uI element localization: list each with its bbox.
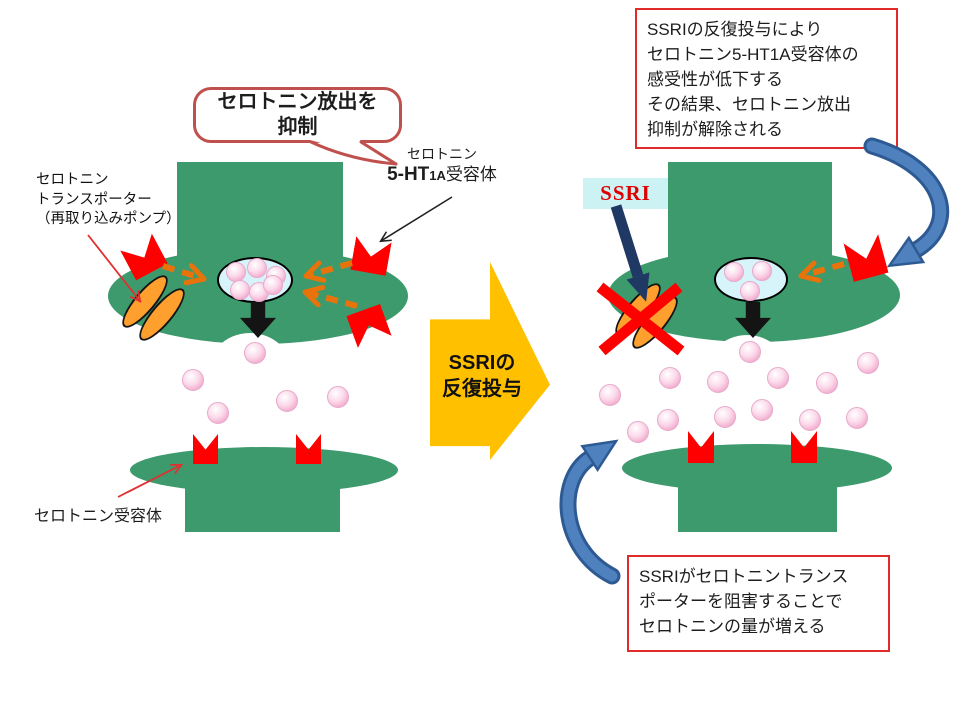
serotonin-molecule (752, 261, 772, 281)
label-serotonin-receptor: セロトニン受容体 (34, 508, 163, 525)
serotonin-molecule (816, 372, 838, 394)
serotonin-molecule (276, 390, 298, 412)
postsynaptic-dendrite-right (678, 468, 837, 532)
label-transporter: セロトニン トランスポーター （再取り込みポンプ） (36, 172, 181, 227)
serotonin-molecule (627, 421, 649, 443)
label-5ht1a-line1: セロトニン (407, 146, 477, 162)
serotonin-molecule (657, 409, 679, 431)
repeated-ssri-arrow-label: SSRIの 反復投与 (442, 352, 522, 400)
serotonin-molecule (599, 384, 621, 406)
serotonin-molecule (799, 409, 821, 431)
label-5ht1a-line2: 5-HT1A受容体 (372, 163, 512, 188)
postsynaptic-dendrite-left (185, 468, 340, 532)
serotonin-molecule (846, 407, 868, 429)
label-5ht1a-receptor: セロトニン 5-HT1A受容体 (372, 145, 512, 188)
label-5ht1a-suffix: 受容体 (445, 165, 497, 184)
serotonin-molecule (751, 399, 773, 421)
serotonin-molecule (230, 280, 250, 300)
serotonin-molecule (767, 367, 789, 389)
serotonin-molecule (740, 281, 760, 301)
serotonin-molecule (207, 402, 229, 424)
serotonin-molecule (247, 258, 267, 278)
serotonin-molecule (659, 367, 681, 389)
serotonin-molecule (857, 352, 879, 374)
label-5ht1a-prefix: 5-HT (387, 164, 430, 185)
speech-bubble-inhibit-release: セロトニン放出を 抑制 (193, 87, 402, 143)
serotonin-molecule (724, 262, 744, 282)
serotonin-molecule (226, 262, 246, 282)
serotonin-molecule (707, 371, 729, 393)
serotonin-molecule (739, 341, 761, 363)
ssri-tag: SSRI (583, 178, 668, 209)
serotonin-molecule (244, 342, 266, 364)
serotonin-molecule (182, 369, 204, 391)
callout-desensitization: SSRIの反復投与により セロトニン5-HT1A受容体の 感受性が低下する その… (635, 8, 898, 149)
serotonin-molecule (327, 386, 349, 408)
label-5ht1a-subscript: 1A (429, 168, 446, 183)
serotonin-molecule (714, 406, 736, 428)
serotonin-molecule (263, 275, 283, 295)
callout-transporter-block: SSRIがセロトニントランス ポーターを阻害することで セロトニンの量が増える (627, 555, 890, 652)
